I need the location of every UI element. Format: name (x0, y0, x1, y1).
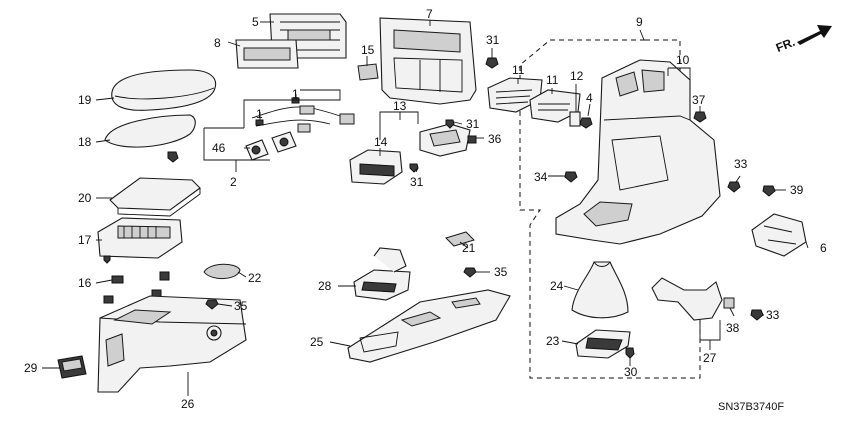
part-bolt-35b (463, 267, 477, 278)
callout-46: 46 (212, 141, 226, 155)
callout-21: 21 (462, 241, 476, 255)
callout-24: 24 (550, 279, 564, 293)
callout-19: 19 (78, 93, 92, 107)
part-socket-46 (245, 131, 297, 161)
callout-9: 9 (636, 15, 643, 29)
callout-6: 6 (820, 241, 827, 255)
part-clip-36 (467, 135, 477, 144)
part-clip-30 (625, 347, 635, 359)
callout-2: 2 (230, 175, 237, 189)
part-bolt-35a (205, 299, 219, 310)
callout-4: 4 (586, 91, 593, 105)
part-bolt-33b (750, 309, 764, 321)
part-armrest (111, 69, 217, 111)
assembly-boundary-right (645, 39, 681, 80)
callout-5: 5 (252, 15, 259, 29)
callout-29: 29 (24, 361, 38, 375)
part-armrest-pad (104, 114, 196, 148)
part-clip-32 (485, 57, 499, 69)
callout-20: 20 (78, 191, 92, 205)
part-bracket-6 (751, 213, 807, 257)
callout-12: 12 (570, 69, 584, 83)
callout-8: 8 (214, 36, 221, 50)
part-clip-4 (579, 117, 593, 129)
callout-15: 15 (361, 43, 375, 57)
part-clip-38 (723, 297, 735, 309)
part-storage-pocket (97, 217, 183, 259)
part-center-panel (347, 289, 511, 363)
callout-23: 23 (546, 334, 560, 348)
callout-30: 30 (624, 365, 638, 379)
part-clip-37 (693, 111, 707, 123)
part-clip-16 (111, 275, 124, 284)
part-tray-lid (109, 177, 201, 217)
part-bolt-34 (564, 171, 578, 183)
front-arrow-icon (797, 25, 832, 45)
callout-33b: 33 (766, 308, 780, 322)
callout-14: 14 (374, 135, 388, 149)
part-radio-trim (235, 39, 299, 69)
callout-26: 26 (181, 397, 195, 411)
part-clip-16c (103, 295, 114, 304)
callout-36: 36 (488, 132, 502, 146)
callout-17: 17 (78, 233, 92, 247)
callout-31b: 31 (410, 175, 424, 189)
part-switch-block (57, 355, 87, 379)
part-boot-plate (575, 329, 631, 359)
part-bracket-27 (651, 277, 723, 321)
callout-16: 16 (78, 276, 92, 290)
part-cap-21 (445, 231, 475, 247)
part-center-frame (379, 17, 477, 105)
callout-27: 27 (703, 351, 717, 365)
part-screw (103, 255, 111, 264)
part-ashtray (349, 149, 403, 185)
part-rear-console (97, 295, 247, 393)
callout-11b: 11 (546, 73, 559, 87)
part-bolt-39 (762, 185, 776, 197)
callout-35a: 35 (234, 299, 248, 313)
callout-13: 13 (393, 99, 407, 113)
callout-11a: 11 (512, 63, 525, 77)
part-cap (203, 263, 241, 279)
callout-1b: 1 (292, 87, 299, 101)
callout-32: 31 (486, 33, 500, 47)
callout-34: 34 (534, 170, 548, 184)
part-clip (167, 151, 179, 163)
callout-37: 37 (692, 93, 706, 107)
leader-lines (42, 20, 809, 396)
callout-labels: 5 8 7 15 1 1 19 18 46 2 20 17 16 22 35 2… (24, 7, 827, 411)
part-bulbs-1 (255, 97, 300, 126)
callout-39: 39 (790, 183, 804, 197)
callout-22: 22 (248, 271, 262, 285)
part-ashtray-housing (419, 123, 471, 157)
callout-25: 25 (310, 335, 324, 349)
part-clip-16b (159, 271, 170, 281)
part-bolt-33a (727, 181, 741, 193)
front-direction-indicator: FR. (774, 25, 832, 55)
callout-18: 18 (78, 135, 92, 149)
part-wire-harness (251, 105, 355, 133)
callout-33a: 33 (734, 157, 748, 171)
part-shift-boot (571, 261, 629, 319)
part-front-console (555, 59, 721, 245)
callout-7: 7 (426, 7, 433, 21)
callout-10: 10 (676, 53, 690, 67)
assembly-boundary (519, 39, 701, 379)
part-cup-holder (353, 247, 411, 301)
part-screw-31a (445, 119, 455, 129)
callout-1a: 1 (256, 107, 263, 121)
diagram-code: SN37B3740F (718, 401, 784, 413)
part-12 (569, 111, 581, 127)
front-direction-label: FR. (774, 35, 797, 55)
part-bracket-15 (357, 63, 379, 81)
callout-31a: 31 (466, 117, 480, 131)
callout-35b: 35 (494, 265, 508, 279)
callout-38: 38 (726, 321, 740, 335)
part-screw-31b (409, 163, 419, 173)
callout-28: 28 (318, 279, 332, 293)
